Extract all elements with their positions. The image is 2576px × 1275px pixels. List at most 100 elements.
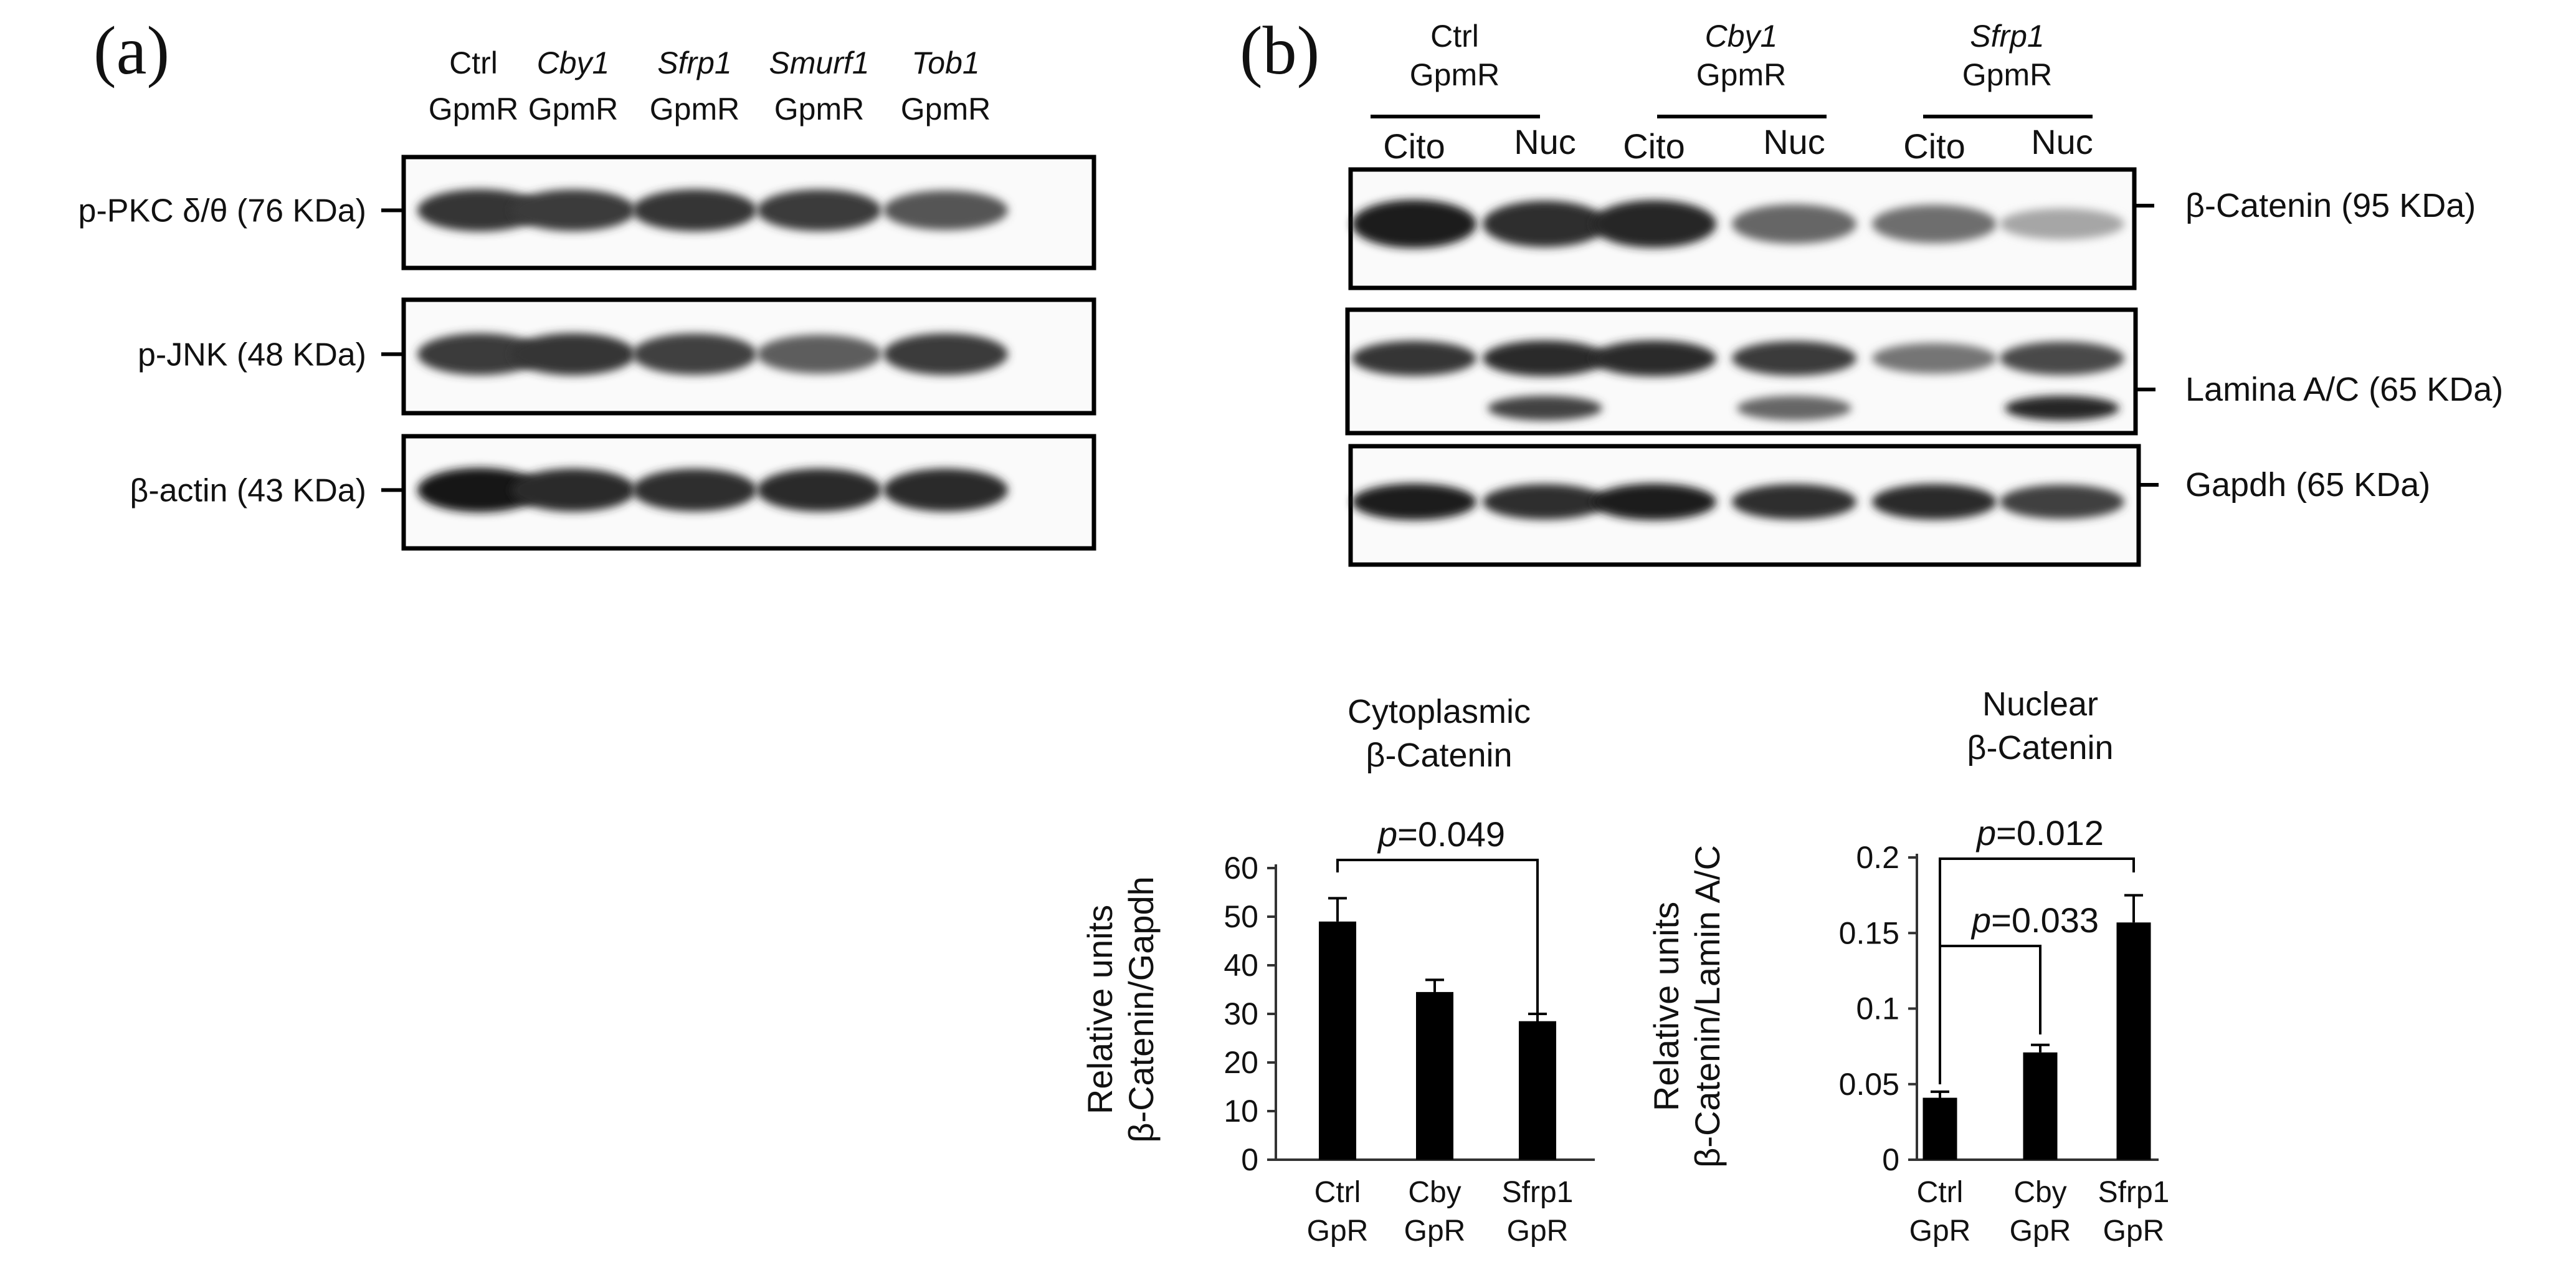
blot-band xyxy=(1592,340,1716,376)
bar xyxy=(2116,922,2151,1160)
x-tick-label-sub: GpR xyxy=(2010,1215,2071,1248)
y-tick-label: 40 xyxy=(1224,948,1258,983)
blot-band xyxy=(757,468,882,512)
x-tick-label-sub: GpR xyxy=(1307,1215,1369,1248)
blot-label: p-PKC δ/θ (76 KDa) xyxy=(78,193,366,229)
chart-title-line: Nuclear xyxy=(1982,685,2098,723)
x-tick-label: Ctrl xyxy=(1917,1176,1964,1209)
blot-band xyxy=(2000,341,2124,375)
blot-band xyxy=(1592,200,1716,248)
lane-header-sub: GpmR xyxy=(650,92,739,127)
x-tick-label: Ctrl xyxy=(1314,1176,1361,1209)
blot-band xyxy=(417,189,542,232)
x-tick-label-sub: GpR xyxy=(2103,1215,2165,1248)
group-header-gene: Cby1 xyxy=(1705,19,1778,54)
blot-label: β-Catenin (95 KDa) xyxy=(2185,187,2476,224)
blot-band xyxy=(1732,204,1856,244)
chart-title-line: β-Catenin xyxy=(1967,729,2113,766)
group-header-gene: Ctrl xyxy=(1430,19,1479,54)
blot-band xyxy=(1872,343,1997,374)
blot-band xyxy=(417,333,542,375)
y-tick-label: 20 xyxy=(1224,1045,1258,1080)
p-value: =0.012 xyxy=(1996,813,2104,852)
fraction-label: Nuc xyxy=(1763,122,1825,161)
blot-band xyxy=(632,469,757,512)
fraction-label: Cito xyxy=(1383,127,1445,166)
blot-band xyxy=(1483,484,1607,520)
blot-band xyxy=(1872,484,1997,520)
p-value-label: p=0.049 xyxy=(1377,814,1505,854)
y-axis-label-line: Relative units xyxy=(1080,905,1119,1114)
blot-band xyxy=(2000,484,2124,519)
x-tick-label: Cby xyxy=(2013,1176,2066,1209)
panel-a-letter: (a) xyxy=(93,12,169,88)
chart-title: Cytoplasmic β-Catenin xyxy=(1347,693,1531,774)
y-tick-label: 60 xyxy=(1224,851,1258,886)
blot-band xyxy=(1732,484,1856,520)
x-tick-label: Sfrp1 xyxy=(2098,1176,2170,1209)
x-tick-label-sub: GpR xyxy=(1404,1215,1466,1248)
blot-band xyxy=(632,333,757,375)
blot-band xyxy=(1872,204,1997,244)
bar xyxy=(1922,1097,1957,1160)
lane-header-sub: GpmR xyxy=(528,92,618,127)
chart-title: Nuclear β-Catenin xyxy=(1967,685,2113,766)
significance-bracket xyxy=(1939,945,2041,1084)
lane-header-gene: Sfrp1 xyxy=(657,45,732,80)
y-tick-label: 0 xyxy=(1241,1142,1258,1177)
blot-band xyxy=(1592,483,1716,520)
blot-band xyxy=(1483,201,1607,247)
lane-header-sub: GpmR xyxy=(429,92,518,127)
y-tick-label: 0.2 xyxy=(1856,840,1899,875)
blot-label: Lamina A/C (65 KDa) xyxy=(2185,371,2503,408)
group-header-gene: Sfrp1 xyxy=(1970,19,2045,54)
chart-title-line: β-Catenin xyxy=(1366,737,1512,774)
blot-label: β-actin (43 KDa) xyxy=(130,472,366,509)
fraction-label: Cito xyxy=(1623,127,1685,166)
p-symbol: p xyxy=(1377,814,1397,854)
y-tick-label: 30 xyxy=(1224,996,1258,1031)
blot-band xyxy=(883,468,1008,512)
fraction-label: Cito xyxy=(1903,127,1965,166)
lane-header-gene: Cby1 xyxy=(537,45,610,80)
blot-band xyxy=(1352,340,1476,376)
fraction-label: Nuc xyxy=(1514,122,1576,161)
blot-band xyxy=(1483,340,1607,376)
x-tick-label: Cby xyxy=(1408,1176,1461,1209)
bar xyxy=(1416,991,1453,1160)
x-tick-label-sub: GpR xyxy=(1909,1215,1971,1248)
group-header-sub: GpmR xyxy=(1410,57,1499,92)
blot-band xyxy=(1732,341,1856,376)
chart-title-line: Cytoplasmic xyxy=(1347,693,1531,730)
y-axis-label-line: β-Catenin/Gapdh xyxy=(1121,876,1161,1143)
x-tick-label: Sfrp1 xyxy=(1502,1176,1574,1209)
blot-band xyxy=(2000,208,2124,240)
significance-bracket xyxy=(1336,859,1539,1066)
panel-a-western-blot: CtrlGpmRCby1GpmRSfrp1GpmRSmurf1GpmRTob1G… xyxy=(78,45,1096,551)
blot-band xyxy=(1352,199,1476,249)
blot-label: Gapdh (65 KDa) xyxy=(2185,466,2430,504)
y-tick-label: 0.15 xyxy=(1839,915,1899,950)
group-header-sub: GpmR xyxy=(1962,57,2052,92)
p-value-label: p=0.033 xyxy=(1970,900,2099,940)
fraction-label: Nuc xyxy=(2031,122,2093,161)
lane-header-gene: Smurf1 xyxy=(769,45,869,80)
blot-band xyxy=(757,189,882,231)
lane-header-gene: Ctrl xyxy=(449,45,498,80)
p-value-label: p=0.012 xyxy=(1975,813,2104,852)
blot-band xyxy=(883,190,1008,231)
y-tick-label: 10 xyxy=(1224,1094,1258,1129)
lane-header-sub: GpmR xyxy=(901,92,991,127)
group-header-sub: GpmR xyxy=(1696,57,1786,92)
blot-band xyxy=(1352,483,1476,520)
y-tick-label: 50 xyxy=(1224,899,1258,934)
x-tick-label-sub: GpR xyxy=(1507,1215,1569,1248)
y-axis-label-line: β-Catenin/Lamin A/C xyxy=(1688,845,1727,1168)
lane-header-sub: GpmR xyxy=(774,92,864,127)
y-tick-label: 0.05 xyxy=(1839,1067,1899,1102)
blot-band xyxy=(417,467,542,513)
blot-band xyxy=(511,468,635,512)
